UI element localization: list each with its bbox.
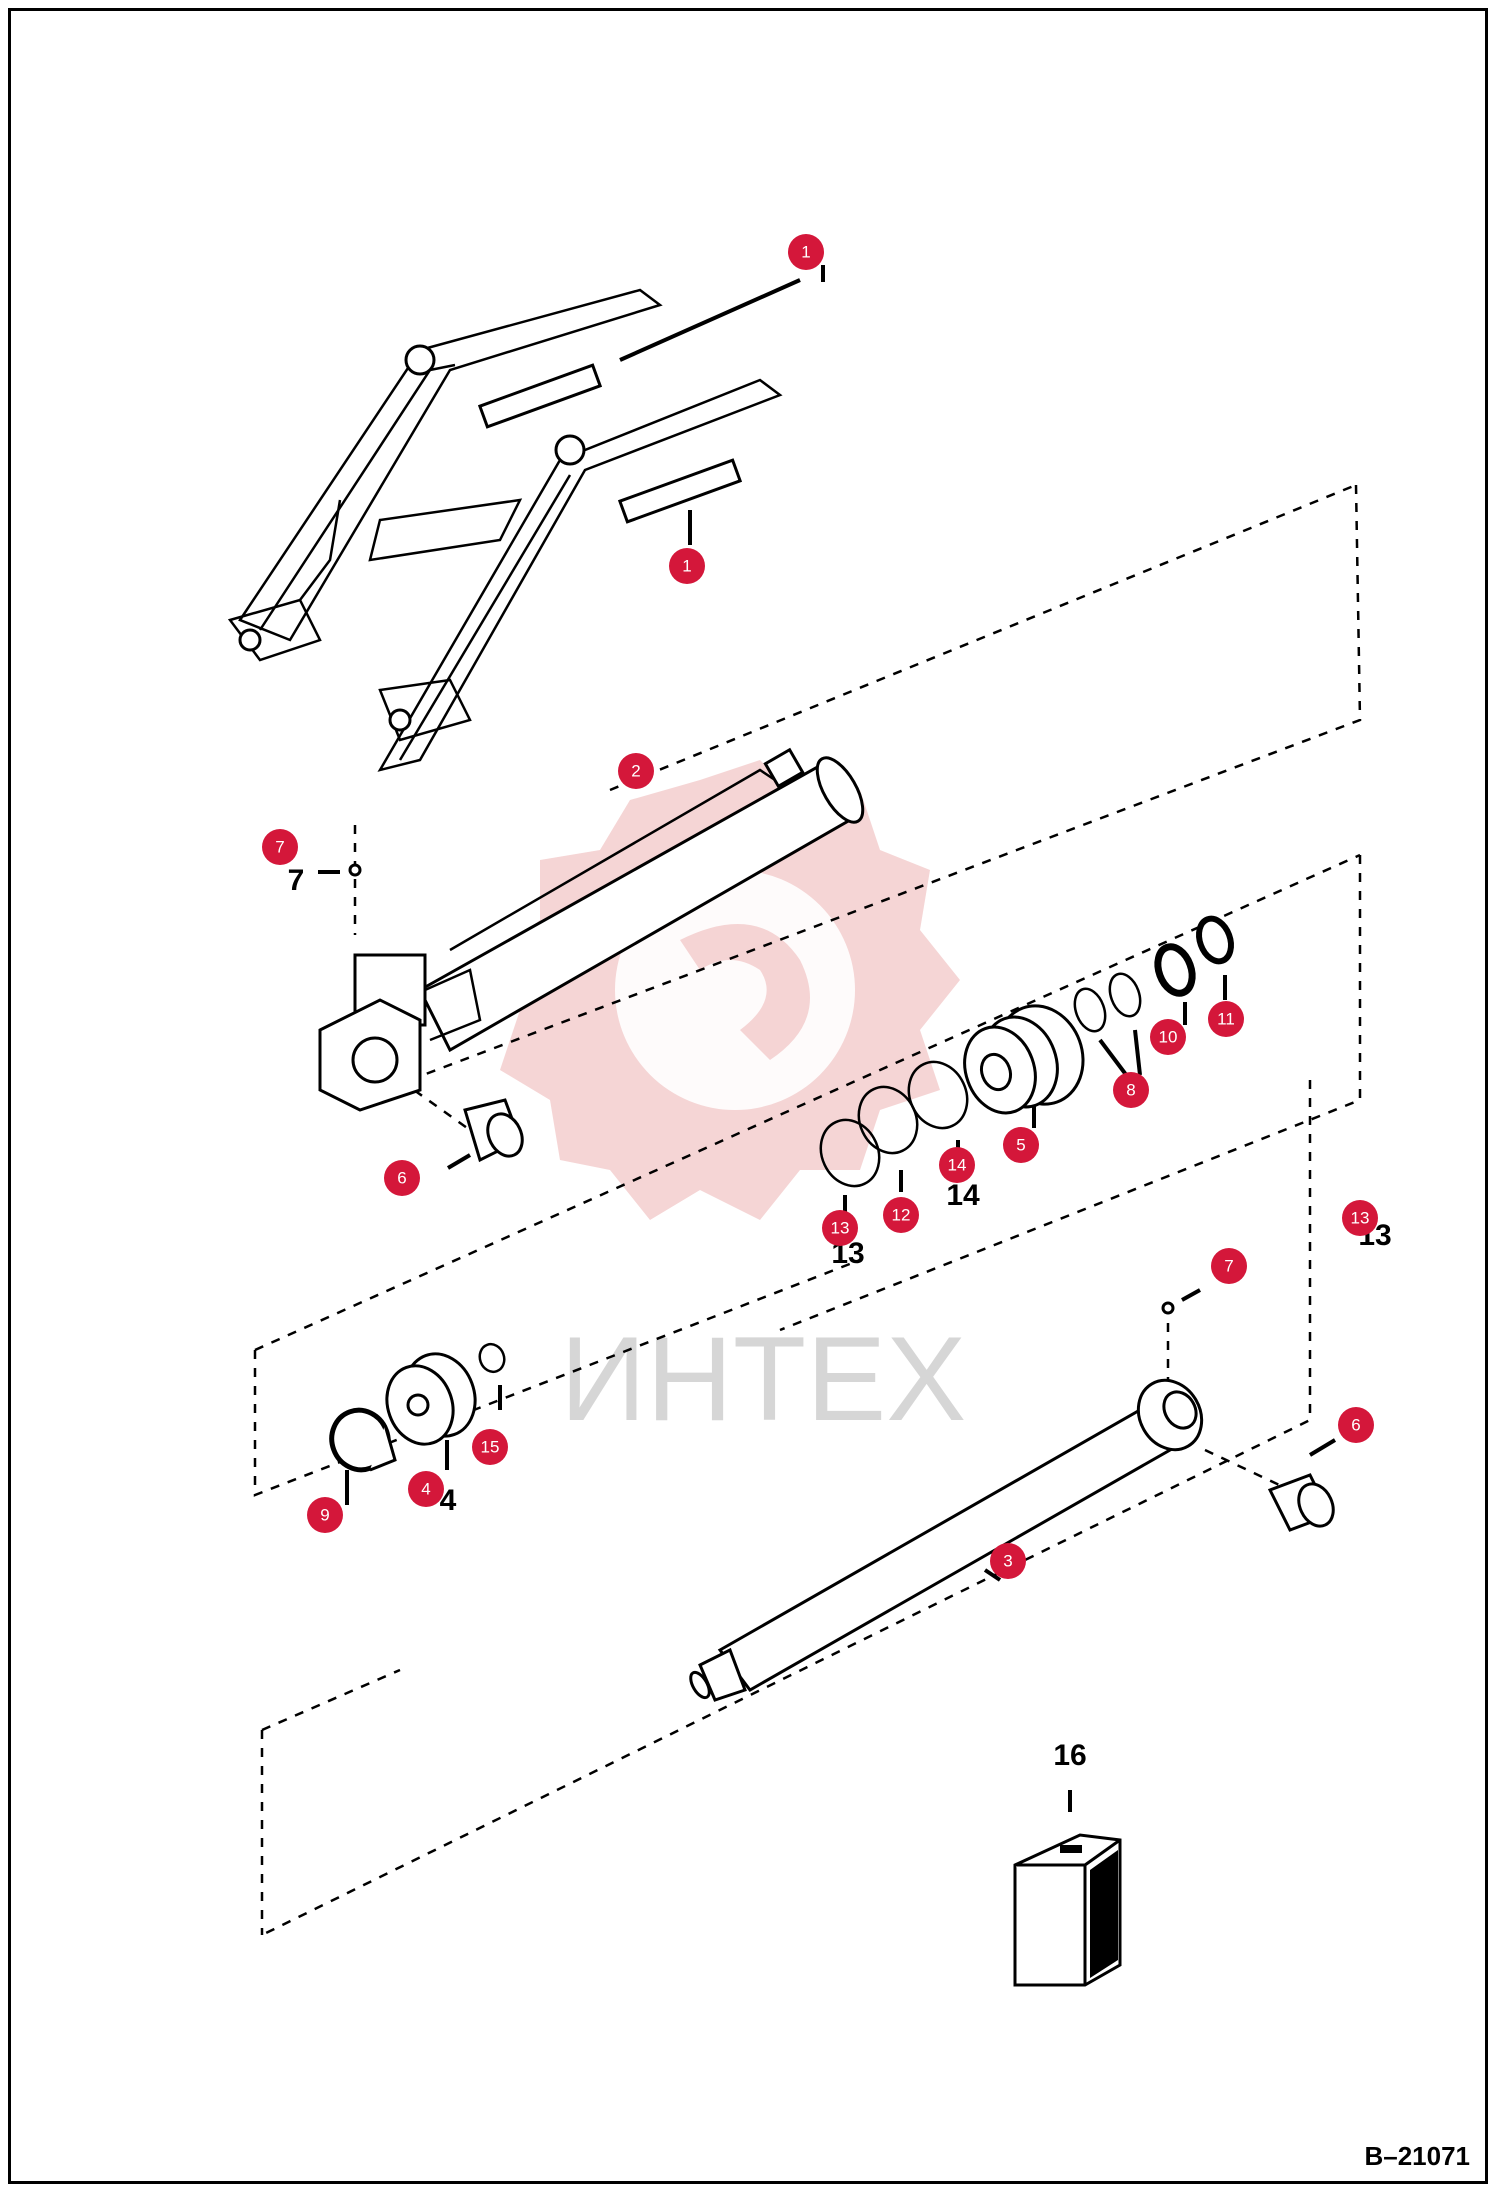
callout-number: 6	[1351, 1416, 1360, 1435]
callout-number: 15	[481, 1438, 500, 1457]
callout-circle	[990, 1543, 1026, 1579]
callout-circle	[788, 234, 824, 270]
callout-circle	[307, 1497, 343, 1533]
callout-circle	[1211, 1248, 1247, 1284]
callout-number: 4	[421, 1480, 430, 1499]
lift-cylinder-left	[477, 363, 603, 429]
cylinder-barrel	[318, 747, 865, 1112]
label-14: 14	[946, 1179, 980, 1212]
assembly-outline-lower	[261, 1080, 1312, 1937]
callout-number: 1	[682, 557, 691, 576]
bushing-lower	[1267, 1473, 1335, 1532]
callout-c7a: 7	[262, 829, 298, 865]
piston	[963, 1004, 1085, 1115]
bushing-upper	[463, 1098, 524, 1163]
callout-c8: 8	[1113, 1072, 1149, 1108]
callout-c5: 5	[1003, 1127, 1039, 1163]
callout-circle	[1113, 1072, 1149, 1108]
callout-number: 13	[831, 1219, 850, 1238]
callout-circle	[1150, 1019, 1186, 1055]
cylinder-rod	[689, 1378, 1204, 1702]
callout-c1b: 1	[669, 548, 705, 584]
callout-number: 11	[1217, 1010, 1235, 1029]
callout-number: 12	[892, 1206, 911, 1225]
callout-c11: 11	[1208, 1001, 1244, 1037]
callout-circle	[618, 753, 654, 789]
callout-c1a: 1	[788, 234, 824, 270]
callout-number: 13	[1351, 1209, 1370, 1228]
callout-number: 8	[1126, 1081, 1135, 1100]
callout-c2: 2	[618, 753, 654, 789]
callout-number: 6	[397, 1169, 406, 1188]
callout-circle	[1342, 1200, 1378, 1236]
callout-c15: 15	[472, 1429, 508, 1465]
callout-c7b: 7	[1211, 1248, 1247, 1284]
callout-number: 9	[320, 1506, 329, 1525]
rod-seals	[1073, 915, 1234, 1033]
callout-number: 2	[631, 762, 640, 781]
callout-c3: 3	[990, 1543, 1026, 1579]
callout-number: 7	[275, 838, 284, 857]
callout-number: 5	[1016, 1136, 1025, 1155]
callout-c14: 14	[939, 1147, 975, 1183]
callout-number: 10	[1159, 1028, 1178, 1047]
seal-kit-box	[1013, 1833, 1122, 1987]
piston-seals	[819, 1060, 969, 1188]
callout-c13b: 13	[1342, 1200, 1378, 1236]
callout-circle	[472, 1429, 508, 1465]
callout-c6b: 6	[1338, 1407, 1374, 1443]
watermark-text: ИНТЕХ	[560, 1312, 966, 1446]
callout-circle	[262, 829, 298, 865]
callout-circle	[883, 1197, 919, 1233]
callout-number: 7	[1224, 1257, 1233, 1276]
loader-arm-assembly	[227, 288, 783, 772]
callout-c9: 9	[307, 1497, 343, 1533]
callout-c13a: 13	[822, 1210, 858, 1246]
diagram-frame	[8, 8, 1488, 2184]
callout-number: 3	[1003, 1552, 1012, 1571]
label-7-upper: 7	[288, 864, 305, 897]
callout-number: 1	[801, 243, 810, 262]
assembly-outline-upper	[409, 484, 1362, 1082]
callout-c6a: 6	[384, 1160, 420, 1196]
gland-components	[329, 1342, 506, 1473]
callout-circle	[822, 1210, 858, 1246]
callout-c12: 12	[883, 1197, 919, 1233]
callout-circle	[939, 1147, 975, 1183]
callout-circle	[384, 1160, 420, 1196]
callout-c10: 10	[1150, 1019, 1186, 1055]
figure-id: B–21071	[1364, 2141, 1470, 2171]
callout-circle	[1003, 1127, 1039, 1163]
callout-circle	[408, 1471, 444, 1507]
callout-number: 14	[948, 1156, 967, 1175]
lift-cylinder-right	[617, 458, 743, 524]
callout-circle	[1338, 1407, 1374, 1443]
label-4: 4	[440, 1484, 457, 1517]
callout-circle	[1208, 1001, 1244, 1037]
label-16: 16	[1053, 1739, 1086, 1772]
callout-c4: 4	[408, 1471, 444, 1507]
watermark: ИНТЕХ	[490, 760, 966, 1446]
callout-circle	[669, 548, 705, 584]
